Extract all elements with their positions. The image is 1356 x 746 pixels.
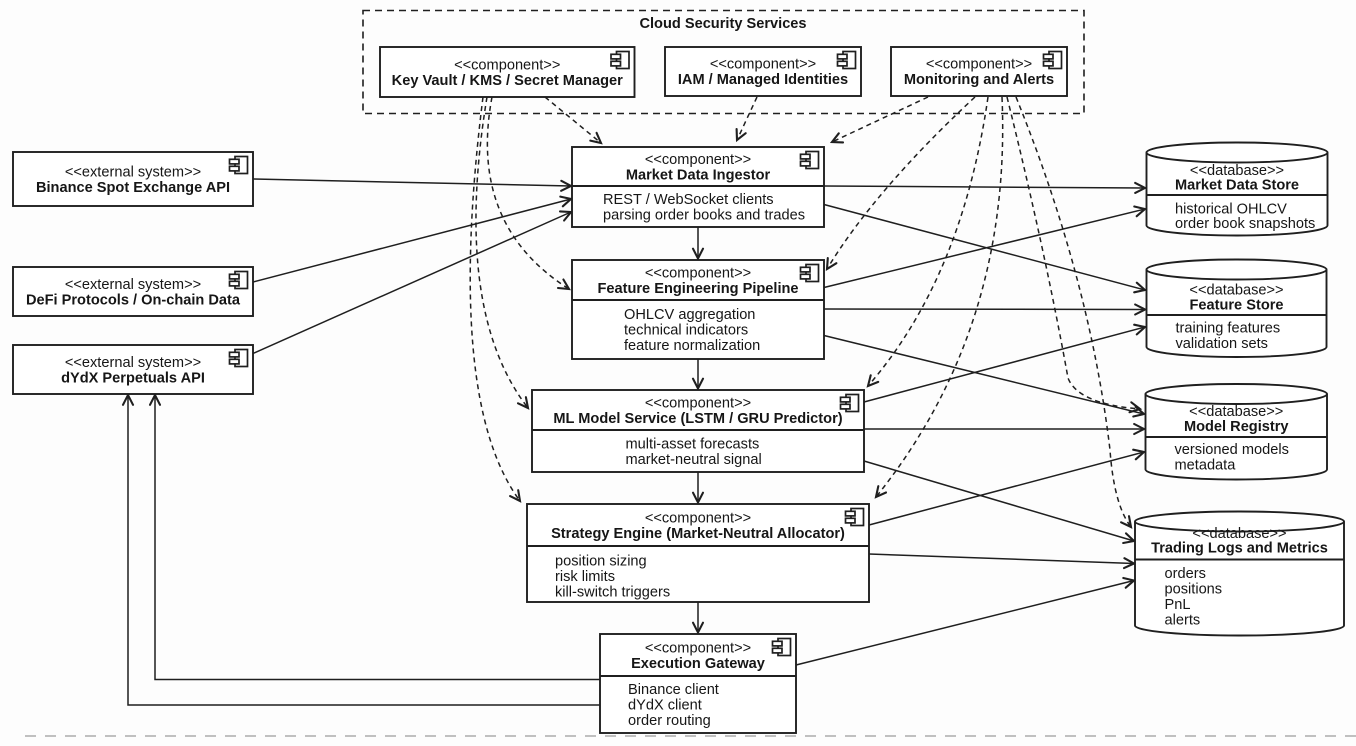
svg-text:IAM / Managed Identities: IAM / Managed Identities [678, 72, 848, 88]
svg-text:<<component>>: <<component>> [645, 640, 751, 656]
svg-text:order book snapshots: order book snapshots [1175, 216, 1315, 232]
svg-text:dYdX Perpetuals API: dYdX Perpetuals API [61, 370, 205, 386]
svg-text:Key Vault / KMS / Secret Manag: Key Vault / KMS / Secret Manager [392, 73, 623, 89]
svg-text:<<external system>>: <<external system>> [65, 277, 201, 293]
svg-text:<<component>>: <<component>> [926, 57, 1032, 73]
svg-text:<<database>>: <<database>> [1192, 526, 1286, 542]
svg-text:Market Data Store: Market Data Store [1175, 178, 1299, 194]
svg-text:feature normalization: feature normalization [624, 338, 760, 354]
svg-text:<<database>>: <<database>> [1190, 163, 1284, 179]
svg-text:<<component>>: <<component>> [645, 510, 751, 526]
svg-text:Execution Gateway: Execution Gateway [631, 656, 766, 672]
svg-text:alerts: alerts [1165, 613, 1201, 629]
svg-text:multi-asset forecasts: multi-asset forecasts [626, 436, 760, 452]
svg-text:Feature Store: Feature Store [1189, 297, 1283, 313]
svg-text:Market Data Ingestor: Market Data Ingestor [626, 167, 771, 183]
svg-text:Trading Logs and Metrics: Trading Logs and Metrics [1151, 541, 1328, 557]
svg-text:technical indicators: technical indicators [624, 323, 748, 339]
svg-text:metadata: metadata [1175, 458, 1237, 474]
svg-text:<<component>>: <<component>> [645, 152, 751, 168]
svg-text:historical OHLCV: historical OHLCV [1175, 202, 1287, 218]
svg-text:kill-switch triggers: kill-switch triggers [555, 585, 670, 601]
svg-text:<<component>>: <<component>> [645, 395, 751, 411]
svg-text:order routing: order routing [628, 713, 711, 729]
svg-text:position sizing: position sizing [555, 554, 647, 570]
svg-text:<<component>>: <<component>> [454, 57, 560, 73]
svg-text:Binance Spot Exchange API: Binance Spot Exchange API [36, 180, 230, 196]
svg-text:<<database>>: <<database>> [1189, 283, 1283, 299]
svg-text:DeFi Protocols / On-chain Data: DeFi Protocols / On-chain Data [26, 292, 241, 308]
svg-text:versioned models: versioned models [1175, 442, 1289, 458]
svg-text:Cloud Security Services: Cloud Security Services [639, 16, 806, 32]
svg-text:OHLCV aggregation: OHLCV aggregation [624, 307, 755, 323]
svg-text:dYdX client: dYdX client [628, 698, 702, 714]
svg-text:parsing order books and trades: parsing order books and trades [603, 207, 805, 223]
svg-text:<<external system>>: <<external system>> [65, 355, 201, 371]
svg-text:market-neutral signal: market-neutral signal [626, 452, 762, 468]
svg-text:Feature Engineering Pipeline: Feature Engineering Pipeline [597, 281, 798, 297]
svg-text:REST / WebSocket clients: REST / WebSocket clients [603, 192, 774, 208]
svg-text:risk limits: risk limits [555, 569, 615, 585]
svg-text:<<component>>: <<component>> [710, 57, 816, 73]
svg-text:Strategy Engine (Market-Neutra: Strategy Engine (Market-Neutral Allocato… [551, 526, 845, 542]
svg-text:Monitoring and Alerts: Monitoring and Alerts [904, 72, 1054, 88]
svg-text:positions: positions [1165, 582, 1223, 598]
svg-text:ML Model Service (LSTM / GRU P: ML Model Service (LSTM / GRU Predictor) [553, 411, 842, 427]
svg-text:<<component>>: <<component>> [645, 265, 751, 281]
svg-text:<<database>>: <<database>> [1189, 404, 1283, 420]
svg-text:orders: orders [1165, 566, 1206, 582]
svg-text:Model Registry: Model Registry [1184, 419, 1289, 435]
svg-text:<<external system>>: <<external system>> [65, 164, 201, 180]
svg-text:PnL: PnL [1165, 597, 1191, 613]
svg-text:validation sets: validation sets [1176, 336, 1268, 352]
svg-text:training features: training features [1176, 321, 1281, 337]
svg-text:Binance client: Binance client [628, 682, 719, 698]
